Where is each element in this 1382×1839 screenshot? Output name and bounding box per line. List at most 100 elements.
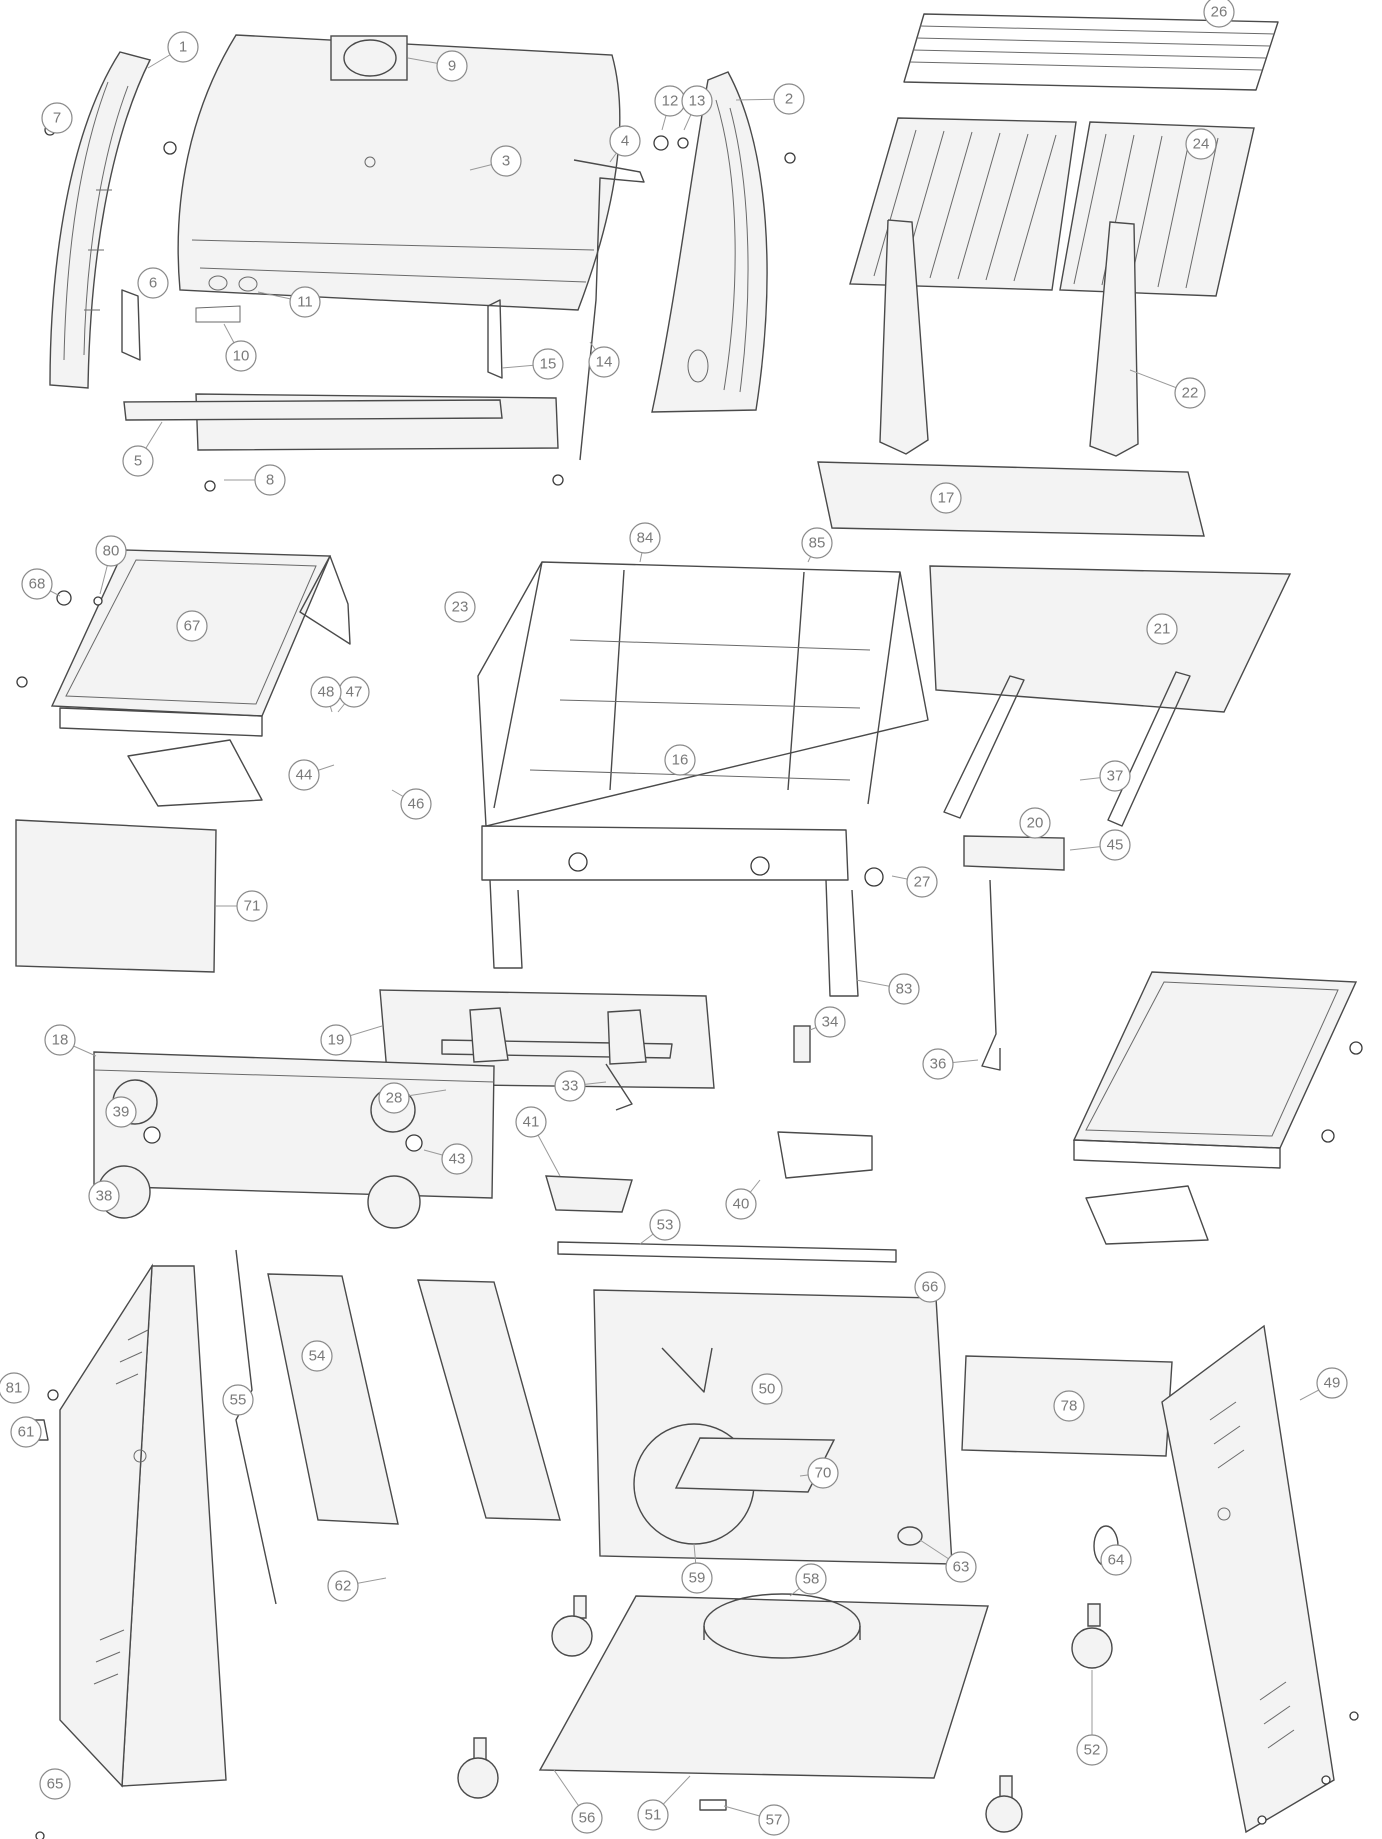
- part-left-door: [267, 1273, 399, 1525]
- callout-bubble: [758, 1804, 790, 1836]
- callout-67: 67: [176, 610, 208, 642]
- part-burner-left: [943, 675, 1025, 819]
- part-right-cart-side: [1161, 1324, 1335, 1834]
- callout-48: 48: [310, 676, 342, 713]
- callout-80: 80: [95, 535, 127, 595]
- callout-number: 27: [914, 874, 931, 891]
- callout-bubble: [88, 1180, 120, 1212]
- callout-70: 70: [799, 1457, 839, 1489]
- callout-number: 58: [803, 1571, 820, 1588]
- callout-bubble: [795, 1563, 827, 1595]
- callout-bubble: [288, 759, 320, 791]
- callout-bubble: [122, 445, 154, 477]
- callout-number: 21: [1154, 621, 1171, 638]
- callout-62: 62: [327, 1570, 387, 1602]
- part-grease-tray: [545, 1175, 633, 1213]
- callout-number: 38: [96, 1188, 113, 1205]
- callout-number: 14: [596, 354, 613, 371]
- callout-bubble: [44, 1024, 76, 1056]
- callout-number: 11: [297, 294, 313, 311]
- callout-bubble: [436, 50, 468, 82]
- callout-54: 54: [301, 1340, 333, 1372]
- callout-number: 70: [815, 1465, 832, 1482]
- callout-number: 78: [1061, 1398, 1078, 1415]
- callout-bubble: [681, 1562, 713, 1594]
- callout-bubble: [254, 464, 286, 496]
- callout-number: 54: [309, 1348, 326, 1365]
- callout-number: 65: [47, 1776, 64, 1793]
- callout-bubble: [637, 1799, 669, 1831]
- callout-bubble: [532, 348, 564, 380]
- callout-number: 1: [179, 39, 187, 56]
- callout-number: 37: [1107, 768, 1124, 785]
- callout-19: 19: [320, 1024, 383, 1056]
- callout-number: 51: [645, 1807, 662, 1824]
- callout-number: 19: [328, 1032, 345, 1049]
- callout-83: 83: [855, 973, 920, 1005]
- callout-number: 67: [184, 618, 201, 635]
- part-lid-bracket: [573, 159, 645, 461]
- part-left-shelf-panel: [15, 819, 217, 973]
- callout-bubble: [930, 482, 962, 514]
- callout-bubble: [21, 568, 53, 600]
- callout-43: 43: [423, 1143, 473, 1175]
- callout-22: 22: [1129, 369, 1206, 409]
- callout-bubble: [554, 1070, 586, 1102]
- callout-number: 15: [540, 356, 557, 373]
- callout-bubble: [588, 346, 620, 378]
- callout-51: 51: [637, 1775, 691, 1831]
- part-right-door: [417, 1279, 561, 1521]
- part-control-panel: [93, 1051, 495, 1229]
- callout-71: 71: [216, 890, 268, 922]
- callout-58: 58: [789, 1563, 827, 1597]
- callout-number: 5: [134, 453, 142, 470]
- callout-4: 4: [609, 125, 641, 163]
- callout-number: 44: [296, 767, 313, 784]
- callout-number: 52: [1084, 1742, 1101, 1759]
- callout-bubble: [444, 591, 476, 623]
- callout-bubble: [441, 1143, 473, 1175]
- callout-bubble: [751, 1373, 783, 1405]
- part-hinge-right: [487, 299, 503, 379]
- callout-bubble: [1053, 1390, 1085, 1422]
- callout-85: 85: [801, 527, 833, 563]
- callout-bubble: [327, 1570, 359, 1602]
- callout-number: 36: [930, 1056, 947, 1073]
- callout-number: 66: [922, 1279, 939, 1296]
- callout-66: 66: [914, 1271, 946, 1303]
- callout-number: 80: [103, 543, 120, 560]
- callout-bubble: [289, 286, 321, 318]
- callout-16: 16: [664, 744, 696, 776]
- callout-68: 68: [21, 568, 61, 600]
- callout-number: 71: [244, 898, 261, 915]
- callout-bubble: [167, 31, 199, 63]
- callout-number: 68: [29, 576, 46, 593]
- callout-number: 6: [149, 275, 157, 292]
- callout-bubble: [176, 610, 208, 642]
- callout-bubble: [105, 1096, 137, 1128]
- callout-number: 39: [113, 1104, 130, 1121]
- part-regulator: [793, 1025, 811, 1063]
- callout-bubble: [1100, 1544, 1132, 1576]
- callout-5: 5: [122, 421, 163, 477]
- callout-bubble: [773, 83, 805, 115]
- callout-bubble: [0, 1372, 30, 1404]
- callout-52: 52: [1076, 1670, 1108, 1766]
- callout-6: 6: [137, 267, 169, 299]
- part-burner-support: [963, 835, 1065, 871]
- callout-20: 20: [1019, 807, 1051, 839]
- callout-number: 17: [938, 490, 955, 507]
- part-hardware: [16, 124, 1363, 1839]
- callout-number: 7: [53, 110, 61, 127]
- callout-56: 56: [553, 1769, 603, 1834]
- callout-9: 9: [407, 50, 468, 82]
- part-ignitor-wire: [605, 1063, 633, 1111]
- callout-55: 55: [222, 1384, 254, 1416]
- callout-1: 1: [147, 31, 199, 69]
- part-hinge-left: [121, 289, 141, 361]
- callout-number: 85: [809, 535, 826, 552]
- callout-number: 45: [1107, 837, 1124, 854]
- callout-number: 23: [452, 599, 469, 616]
- callout-46: 46: [391, 788, 432, 820]
